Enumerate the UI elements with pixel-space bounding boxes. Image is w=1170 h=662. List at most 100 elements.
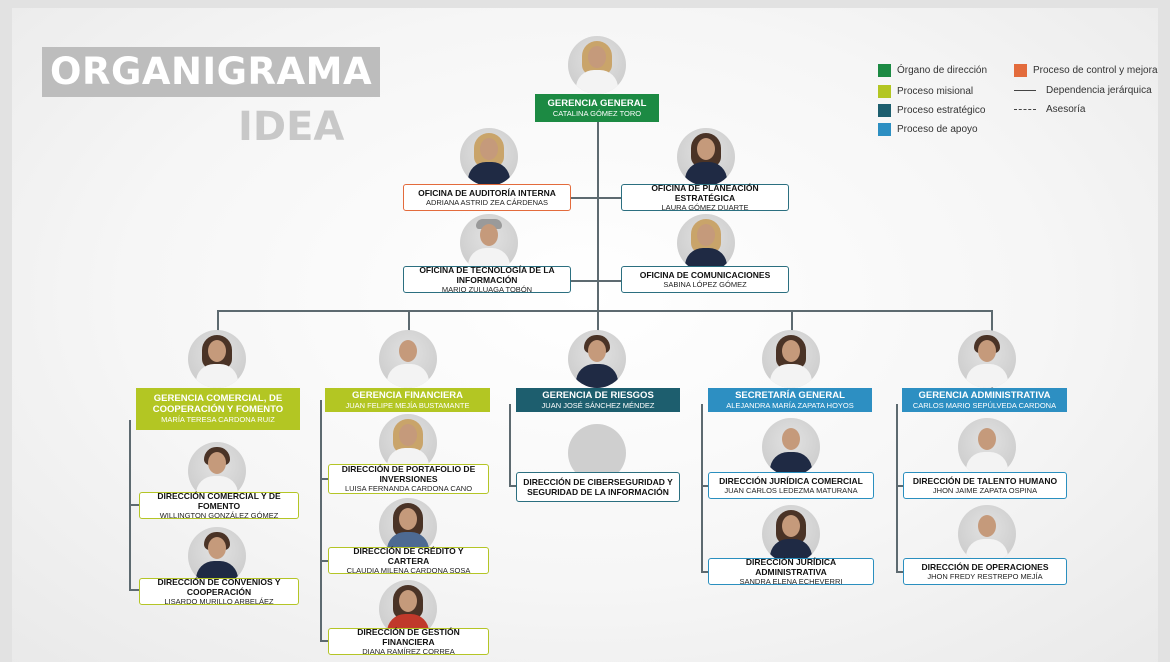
legend-dependencia: Dependencia jerárquica <box>1014 85 1152 96</box>
connector-line <box>320 560 328 562</box>
avatar <box>379 330 437 388</box>
box-title: OFICINA DE AUDITORÍA INTERNA <box>418 187 556 198</box>
box-title: DIRECCIÓN DE CRÉDITO Y CARTERA <box>353 545 464 566</box>
connector-line <box>597 121 599 311</box>
box-name: ADRIANA ASTRID ZEA CÁRDENAS <box>425 197 549 207</box>
connector-line <box>129 589 139 591</box>
legend-label: Asesoría <box>1046 104 1086 115</box>
avatar <box>762 330 820 388</box>
connector-line <box>896 571 903 573</box>
avatar <box>958 330 1016 388</box>
direccion-comercial-fomento-box: DIRECCIÓN COMERCIAL Y DE FOMENTO WILLING… <box>139 490 299 520</box>
box-title: DIRECCIÓN DE CIBERSEGURIDAD Y SEGURIDAD … <box>523 477 673 497</box>
legend-label: Proceso misional <box>897 86 974 97</box>
secretaria-general-box: SECRETARÍA GENERAL ALEJANDRA MARÍA ZAPAT… <box>708 388 872 412</box>
direccion-portafolio-box: DIRECCIÓN DE PORTAFOLIO DE INVERSIONES L… <box>328 464 489 494</box>
oficina-auditoria-box: OFICINA DE AUDITORÍA INTERNA ADRIANA AST… <box>403 184 571 211</box>
green-swatch-icon <box>878 64 891 77</box>
frame-edge <box>0 0 12 662</box>
avatar <box>762 505 820 563</box>
box-title: GERENCIA ADMINISTRATIVA <box>918 389 1051 401</box>
direccion-talento-humano-box: DIRECCIÓN DE TALENTO HUMANO JHON JAIME Z… <box>903 472 1067 499</box>
connector-line <box>701 404 703 572</box>
gerencia-comercial-box: GERENCIA COMERCIAL, DE COOPERACIÓN Y FOM… <box>136 388 300 430</box>
box-title: DIRECCIÓN COMERCIAL Y DE FOMENTO <box>157 490 281 511</box>
oficina-planeacion-box: OFICINA DE PLANEACIÓN ESTRATÉGICA LAURA … <box>621 182 789 212</box>
connector-line <box>701 485 708 487</box>
box-title: OFICINA DE PLANEACIÓN ESTRATÉGICA <box>651 182 759 203</box>
avatar <box>762 418 820 476</box>
connector-line <box>320 400 322 640</box>
box-name: LISARDO MURILLO ARBELÁEZ <box>164 596 274 606</box>
box-name: LUISA FERNANDA CARDONA CANO <box>344 484 473 493</box>
connector-line <box>509 404 511 486</box>
gerencia-administrativa-box: GERENCIA ADMINISTRATIVA CARLOS MARIO SEP… <box>902 388 1067 412</box>
avatar <box>188 527 246 585</box>
box-title: GERENCIA COMERCIAL, DE COOPERACIÓN Y FOM… <box>152 393 284 415</box>
solid-line-icon <box>1014 90 1036 91</box>
connector-line <box>701 571 708 573</box>
box-title: DIRECCIÓN DE OPERACIONES <box>921 561 1049 572</box>
legend-proceso-control: Proceso de control y mejora <box>1014 64 1158 77</box>
connector-line <box>570 197 622 199</box>
legend-proceso-misional: Proceso misional <box>878 85 973 98</box>
box-name: ALEJANDRA MARÍA ZAPATA HOYOS <box>726 400 854 410</box>
box-name: WILLINGTON GONZÁLEZ GÓMEZ <box>159 510 279 520</box>
avatar <box>958 418 1016 476</box>
direccion-convenios-box: DIRECCIÓN DE CONVENIOS Y COOPERACIÓN LIS… <box>139 576 299 606</box>
legend-label: Proceso de control y mejora <box>1033 65 1158 76</box>
avatar <box>677 128 735 186</box>
box-name: CLAUDIA MILENA CARDONA SOSA <box>346 565 471 575</box>
box-name: SABINA LÓPEZ GÓMEZ <box>663 279 747 289</box>
avatar <box>677 214 735 272</box>
box-name: LAURA GÓMEZ DUARTE <box>661 202 749 212</box>
avatar <box>958 505 1016 563</box>
oficina-tecnologia-box: OFICINA DE TECNOLOGÍA DE LA INFORMACIÓN … <box>403 264 571 294</box>
box-name: MARÍA TERESA CARDONA RUIZ <box>161 415 275 424</box>
direccion-credito-box: DIRECCIÓN DE CRÉDITO Y CARTERA CLAUDIA M… <box>328 545 489 575</box>
direccion-gestion-financiera-box: DIRECCIÓN DE GESTIÓN FINANCIERA DIANA RA… <box>328 626 489 656</box>
legend-asesoria: Asesoría <box>1014 104 1085 115</box>
direccion-operaciones-box: DIRECCIÓN DE OPERACIONES JHON FREDY REST… <box>903 558 1067 585</box>
box-name: JUAN JOSÉ SÁNCHEZ MÉNDEZ <box>541 400 655 410</box>
box-title: OFICINA DE TECNOLOGÍA DE LA INFORMACIÓN <box>419 264 555 285</box>
legend-label: Órgano de dirección <box>897 65 988 76</box>
box-name: CATALINA GÓMEZ TORO <box>552 108 642 118</box>
teal-swatch-icon <box>878 104 891 117</box>
connector-line <box>896 485 903 487</box>
box-name: SANDRA ELENA ECHEVERRI <box>739 576 843 586</box>
box-title: DIRECCIÓN DE TALENTO HUMANO <box>912 475 1058 486</box>
avatar <box>568 330 626 388</box>
direccion-juridica-comercial-box: DIRECCIÓN JURÍDICA COMERCIAL JUAN CARLOS… <box>708 472 874 499</box>
direccion-juridica-administrativa-box: DIRECCIÓN JURÍDICA ADMINISTRATIVA SANDRA… <box>708 556 874 586</box>
connector-line <box>320 640 328 642</box>
dashed-line-icon <box>1014 109 1036 110</box>
box-title: DIRECCIÓN JURÍDICA COMERCIAL <box>719 475 863 486</box>
avatar <box>460 214 518 272</box>
connector-line <box>896 404 898 572</box>
gerencia-riesgos-box: GERENCIA DE RIESGOS JUAN JOSÉ SÁNCHEZ MÉ… <box>516 388 680 412</box>
box-title: DIRECCIÓN DE CONVENIOS Y COOPERACIÓN <box>157 576 281 597</box>
box-title: GERENCIA FINANCIERA <box>351 389 463 401</box>
legend-label: Proceso de apoyo <box>897 124 978 135</box>
connector-line <box>320 478 328 480</box>
box-title: DIRECCIÓN DE GESTIÓN FINANCIERA <box>357 626 460 647</box>
box-name: JUAN CARLOS LEDEZMA MATURANA <box>724 485 858 495</box>
box-title: GERENCIA GENERAL <box>547 97 647 109</box>
box-name: JUAN FELIPE MEJÍA BUSTAMANTE <box>345 400 470 410</box>
gerencia-financiera-box: GERENCIA FINANCIERA JUAN FELIPE MEJÍA BU… <box>325 388 490 412</box>
legend-proceso-apoyo: Proceso de apoyo <box>878 123 978 136</box>
frame-edge <box>1158 0 1170 662</box>
avatar <box>460 128 518 186</box>
box-title: GERENCIA DE RIESGOS <box>542 389 654 401</box>
box-title: SECRETARÍA GENERAL <box>735 389 845 401</box>
connector-line <box>509 485 516 487</box>
legend-label: Proceso estratégico <box>897 105 986 116</box>
connector-line <box>570 280 622 282</box>
box-title: DIRECCIÓN DE PORTAFOLIO DE INVERSIONES <box>341 464 476 484</box>
avatar <box>568 36 626 94</box>
box-title: DIRECCIÓN JURÍDICA ADMINISTRATIVA <box>745 556 837 577</box>
legend-proceso-estrategico: Proceso estratégico <box>878 104 985 117</box>
box-name: DIANA RAMÍREZ CORREA <box>362 646 455 656</box>
